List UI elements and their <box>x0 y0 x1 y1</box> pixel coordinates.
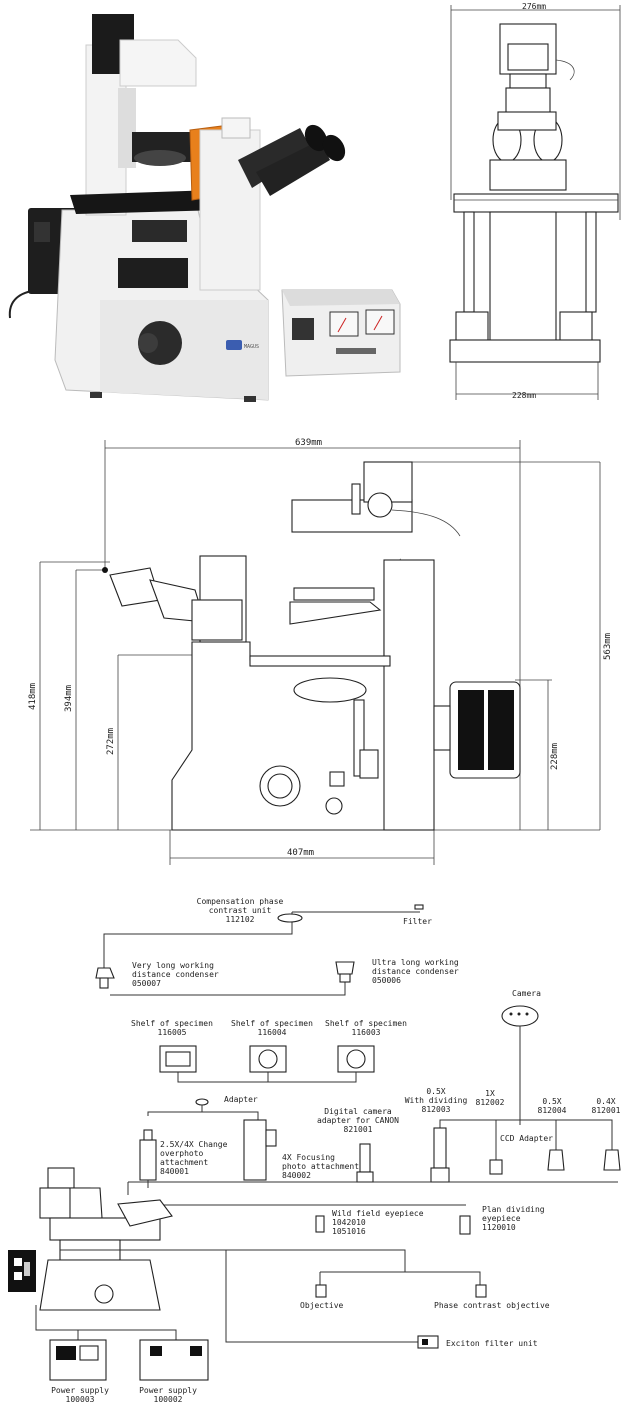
front-width-bottom-label: 228mm <box>512 391 536 400</box>
photo-logo-text: MAGUS <box>244 344 259 350</box>
side-width-top-label: 639mm <box>295 438 322 448</box>
front-width-top-label: 276mm <box>522 2 546 11</box>
side-view-drawing: 639mm 407mm 418mm 394mm 272mm 563mm 228m… <box>28 438 613 865</box>
side-height-228-label: 228mm <box>550 743 560 770</box>
front-view-drawing: 276mm 228mm <box>449 2 621 400</box>
side-height-418-label: 418mm <box>28 683 38 710</box>
side-height-563-label: 563mm <box>603 633 613 660</box>
ccd-adapter-label: CCD Adapter <box>500 1134 553 1143</box>
exciton-filter-label: Exciton filter unit <box>446 1339 538 1348</box>
phase-contrast-objective-label: Phase contrast objective <box>434 1301 550 1310</box>
side-height-394-label: 394mm <box>64 685 74 712</box>
side-height-272-label: 272mm <box>106 728 116 755</box>
adapter-label: Adapter <box>224 1095 258 1104</box>
objective-label: Objective <box>300 1301 344 1310</box>
camera-label: Camera <box>512 989 541 998</box>
microscope-photo: MAGUS <box>8 14 401 402</box>
filter-label: Filter <box>403 917 432 926</box>
side-width-bottom-label: 407mm <box>287 848 314 858</box>
